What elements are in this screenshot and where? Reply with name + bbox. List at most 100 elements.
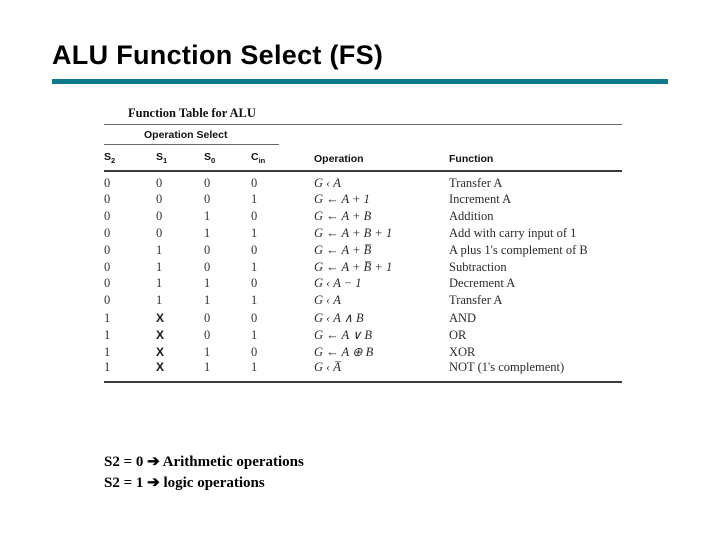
footer-notes: S2 = 0 ➔ Arithmetic operations S2 = 1 ➔ … bbox=[104, 452, 304, 494]
cell-s0: 1 bbox=[204, 276, 211, 291]
cell-cin: 0 bbox=[251, 276, 258, 291]
cell-s0: 0 bbox=[204, 311, 211, 326]
cell-s2: 0 bbox=[104, 259, 111, 274]
column-header-s2: S2 bbox=[104, 151, 116, 166]
cell-s0: 0 bbox=[204, 242, 211, 257]
cell-function: Subtraction bbox=[449, 259, 507, 274]
table-row: 1 X 1 0 G ← A ⊕ B XOR bbox=[104, 344, 622, 361]
table-row: 0 1 0 1 G ← A + B̅ + 1 Subtraction bbox=[104, 260, 622, 277]
cell-cin: 0 bbox=[251, 311, 258, 326]
cell-s1: 1 bbox=[156, 276, 163, 291]
cell-cin: 0 bbox=[251, 242, 258, 257]
cell-operation: G ‹ A̅ bbox=[314, 360, 341, 375]
cell-operation: G ‹ A bbox=[314, 293, 341, 308]
cell-s1: X bbox=[156, 344, 165, 359]
cell-operation: G ← A + B bbox=[314, 209, 372, 224]
cell-s1: 0 bbox=[156, 209, 163, 224]
cell-cin: 1 bbox=[251, 192, 258, 207]
cell-s2: 0 bbox=[104, 192, 111, 207]
cell-cin: 1 bbox=[251, 293, 258, 308]
cell-s2: 0 bbox=[104, 209, 111, 224]
cell-s1: X bbox=[156, 311, 165, 326]
page-title: ALU Function Select (FS) bbox=[52, 40, 384, 70]
cell-cin: 1 bbox=[251, 226, 258, 241]
cell-s0: 1 bbox=[204, 209, 211, 224]
cell-function: AND bbox=[449, 311, 477, 326]
cell-s2: 0 bbox=[104, 226, 111, 241]
table-row: 0 1 1 1 G ‹ A Transfer A bbox=[104, 293, 622, 310]
table-row: 0 0 0 0 G ‹ A Transfer A bbox=[104, 176, 622, 193]
operation-select-rule bbox=[104, 144, 279, 145]
cell-operation: G ‹ A − 1 bbox=[314, 276, 362, 291]
cell-function: Decrement A bbox=[449, 276, 516, 291]
cell-operation: G ← A + 1 bbox=[314, 192, 370, 207]
cell-s2: 1 bbox=[104, 311, 111, 326]
cell-function: A plus 1's complement of B bbox=[449, 242, 588, 257]
cell-operation: G ← A + B̅ bbox=[314, 242, 372, 257]
table-header-rule bbox=[104, 170, 622, 172]
table-header-row: S2 S1 S0 Cin Operation Function bbox=[104, 145, 622, 170]
table-row: 1 X 0 0 G ‹ A ∧ B AND bbox=[104, 310, 622, 327]
table-row: 1 X 1 1 G ‹ A̅ NOT (1's complement) bbox=[104, 360, 622, 377]
cell-s0: 0 bbox=[204, 192, 211, 207]
cell-function: Add with carry input of 1 bbox=[449, 226, 577, 241]
cell-operation: G ← A + B + 1 bbox=[314, 226, 393, 241]
cell-s2: 1 bbox=[104, 327, 111, 342]
cell-s1: X bbox=[156, 327, 165, 342]
table-row: 0 0 0 1 G ← A + 1 Increment A bbox=[104, 192, 622, 209]
cell-s2: 0 bbox=[104, 293, 111, 308]
table-caption: Function Table for ALU bbox=[128, 106, 256, 120]
cell-cin: 1 bbox=[251, 360, 258, 375]
table-row: 0 0 1 1 G ← A + B + 1 Add with carry inp… bbox=[104, 226, 622, 243]
table-bottom-rule bbox=[104, 381, 622, 383]
cell-s1: 1 bbox=[156, 242, 163, 257]
cell-function: Transfer A bbox=[449, 293, 503, 308]
cell-s0: 0 bbox=[204, 175, 211, 190]
cell-s1: 1 bbox=[156, 259, 163, 274]
cell-s1: 0 bbox=[156, 192, 163, 207]
cell-s1: 0 bbox=[156, 175, 163, 190]
cell-s0: 1 bbox=[204, 344, 211, 359]
cell-s1: 0 bbox=[156, 226, 163, 241]
column-header-cin: Cin bbox=[251, 151, 266, 166]
table-top-rule bbox=[104, 124, 622, 125]
table-body: 0 0 0 0 G ‹ A Transfer A 0 0 0 1 G ← A +… bbox=[104, 172, 622, 382]
column-header-s1: S1 bbox=[156, 151, 168, 166]
table-row: 0 1 1 0 G ‹ A − 1 Decrement A bbox=[104, 276, 622, 293]
cell-s0: 0 bbox=[204, 259, 211, 274]
cell-function: Transfer A bbox=[449, 175, 503, 190]
cell-s0: 1 bbox=[204, 360, 211, 375]
cell-function: Addition bbox=[449, 209, 494, 224]
cell-s0: 1 bbox=[204, 226, 211, 241]
cell-s1: 1 bbox=[156, 293, 163, 308]
cell-s1: X bbox=[156, 360, 165, 375]
column-header-s0: S0 bbox=[204, 151, 216, 166]
table-row: 0 1 0 0 G ← A + B̅ A plus 1's complement… bbox=[104, 243, 622, 260]
cell-s2: 0 bbox=[104, 242, 111, 257]
note-arithmetic: S2 = 0 ➔ Arithmetic operations bbox=[104, 454, 304, 470]
cell-operation: G ‹ A ∧ B bbox=[314, 311, 364, 326]
cell-operation: G ← A ∨ B bbox=[314, 327, 372, 342]
cell-operation: G ‹ A bbox=[314, 175, 341, 190]
cell-function: NOT (1's complement) bbox=[449, 360, 565, 375]
cell-cin: 0 bbox=[251, 209, 258, 224]
cell-function: Increment A bbox=[449, 192, 512, 207]
cell-cin: 1 bbox=[251, 327, 258, 342]
cell-s0: 0 bbox=[204, 327, 211, 342]
table-row: 1 X 0 1 G ← A ∨ B OR bbox=[104, 327, 622, 344]
cell-function: XOR bbox=[449, 344, 476, 359]
cell-s2: 1 bbox=[104, 360, 111, 375]
cell-s2: 1 bbox=[104, 344, 111, 359]
cell-operation: G ← A + B̅ + 1 bbox=[314, 259, 393, 274]
cell-operation: G ← A ⊕ B bbox=[314, 344, 374, 359]
column-header-function: Function bbox=[449, 153, 494, 166]
cell-cin: 0 bbox=[251, 175, 258, 190]
cell-s2: 0 bbox=[104, 175, 111, 190]
cell-cin: 1 bbox=[251, 259, 258, 274]
title-underline-rule bbox=[52, 79, 668, 84]
cell-function: OR bbox=[449, 327, 467, 342]
table-row: 0 0 1 0 G ← A + B Addition bbox=[104, 209, 622, 226]
function-table: Function Table for ALU Operation Select … bbox=[104, 106, 622, 383]
operation-select-group-header: Operation Select bbox=[144, 129, 228, 141]
